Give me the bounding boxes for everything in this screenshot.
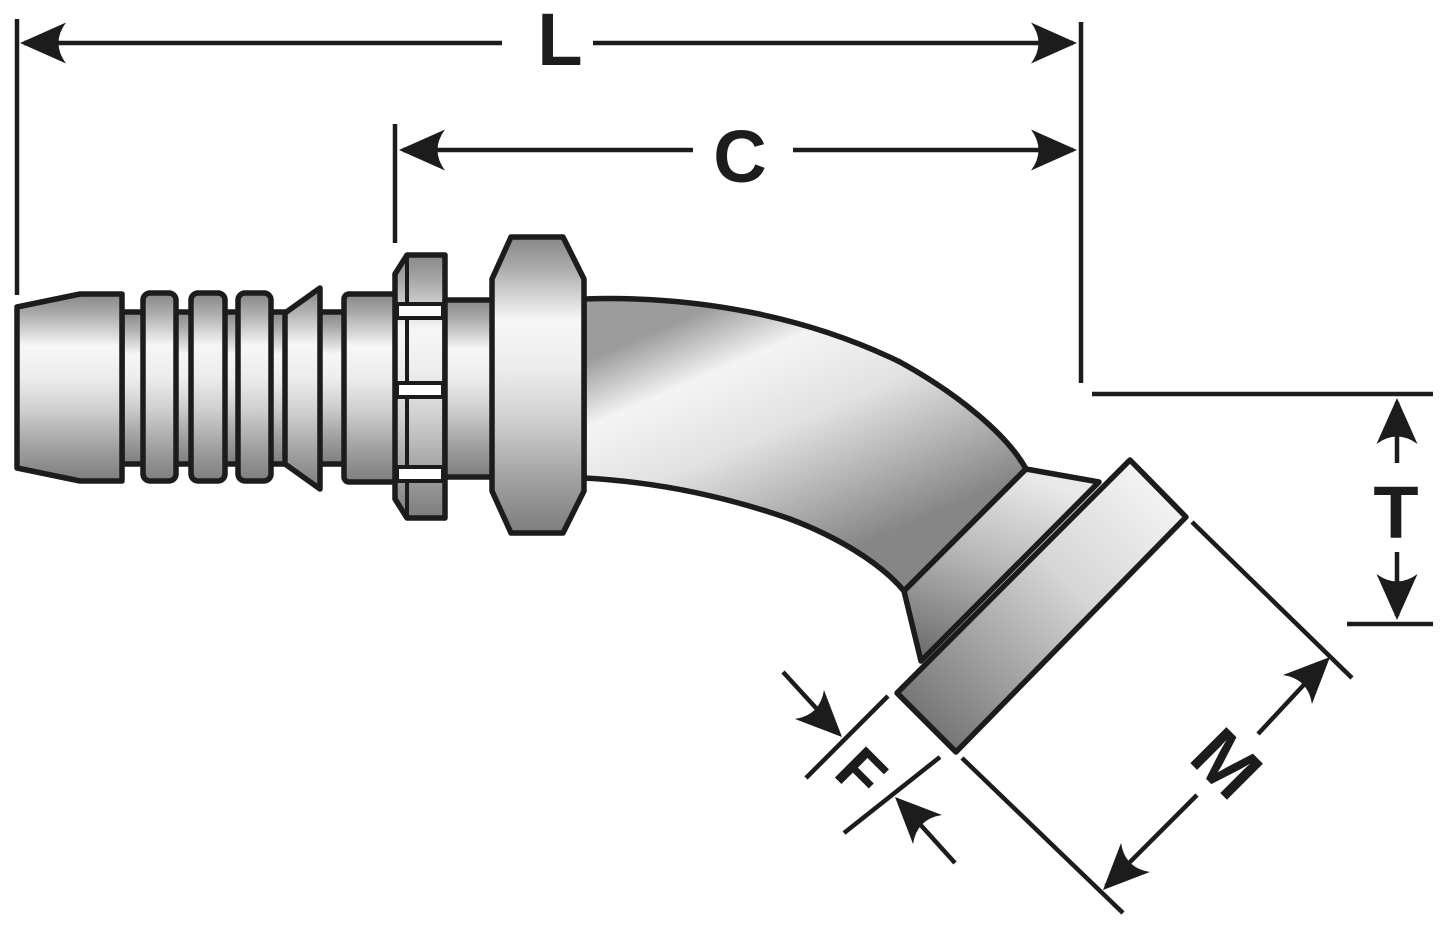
dimension-label-C: C xyxy=(713,115,766,198)
spiral-flare xyxy=(282,285,323,492)
tube-elbow xyxy=(581,295,1029,594)
flange-disc xyxy=(894,457,1189,755)
coupling-body xyxy=(14,234,1189,755)
dimension-label-T: T xyxy=(1373,471,1418,554)
extension-line-F-lower xyxy=(842,755,942,835)
arrowhead-F-lower xyxy=(880,782,943,845)
collar-slot xyxy=(395,381,445,399)
barb-ring xyxy=(188,290,228,484)
extension-line-M-upper xyxy=(1190,520,1354,680)
barb-ring xyxy=(140,290,179,484)
collar-slot xyxy=(395,302,445,320)
barb-ring xyxy=(235,290,274,484)
hose-barb-nose xyxy=(14,291,125,484)
flange-neck-cone xyxy=(901,466,1102,664)
dimension-lines xyxy=(14,19,1433,915)
extension-line-F-upper xyxy=(804,694,890,780)
extension-line-M-lower xyxy=(960,756,1125,915)
collar-slot xyxy=(395,465,445,483)
dimension-label-L: L xyxy=(537,0,582,81)
hex-collar xyxy=(489,234,587,536)
stem-cylinder xyxy=(341,291,400,485)
arrowhead-F-upper xyxy=(794,689,857,752)
mid-shaft xyxy=(442,297,498,480)
